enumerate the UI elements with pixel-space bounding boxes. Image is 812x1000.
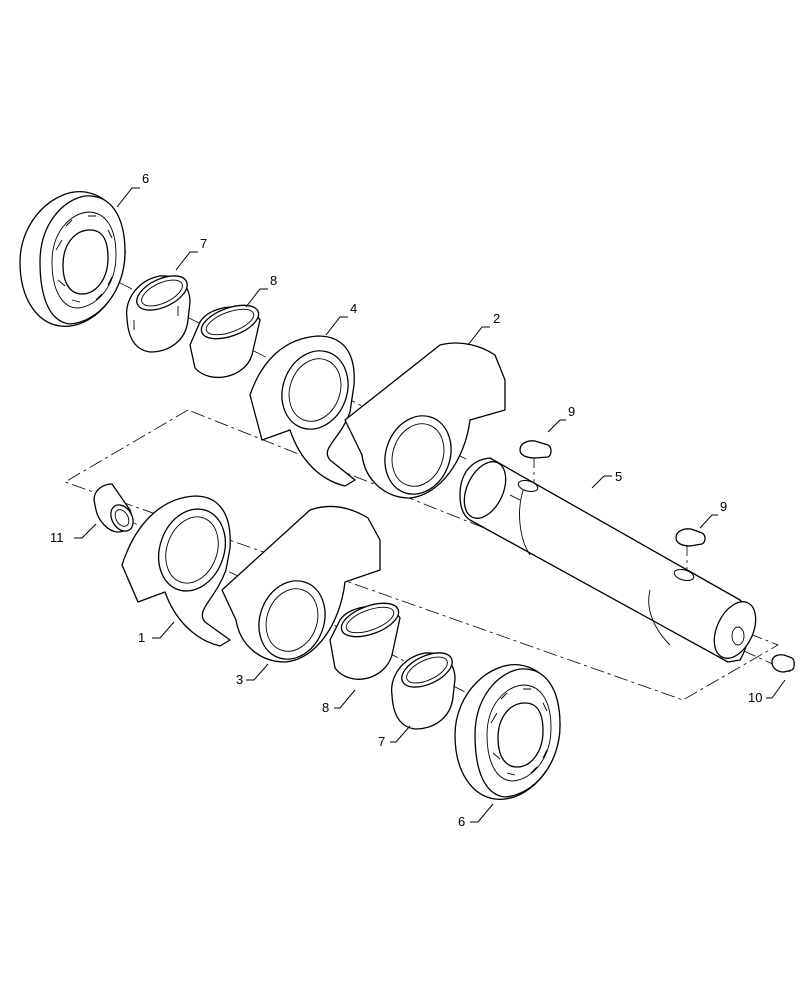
callout-11: 11	[50, 530, 64, 545]
bearing-top	[19, 191, 126, 327]
callout-7-top: 7	[200, 236, 207, 251]
lever-arm-3	[221, 505, 381, 663]
callout-4: 4	[350, 301, 357, 316]
lever-plate-4	[249, 335, 356, 487]
sleeve-bottom	[390, 652, 456, 730]
callout-6-top: 6	[142, 171, 149, 186]
small-bushing-11	[93, 483, 134, 533]
callout-5: 5	[615, 469, 622, 484]
callout-10: 10	[748, 690, 762, 705]
key-top	[519, 440, 552, 459]
bushing-bottom	[329, 602, 401, 680]
callout-2: 2	[493, 311, 500, 326]
callout-9-top: 9	[568, 404, 575, 419]
callout-6-bottom: 6	[458, 814, 465, 829]
callout-7-bottom: 7	[378, 734, 385, 749]
lever-plate-1	[121, 495, 231, 647]
callout-1: 1	[138, 630, 145, 645]
pin-10	[771, 654, 795, 673]
lever-arm-2	[344, 342, 506, 499]
callout-8-bottom: 8	[322, 700, 329, 715]
sleeve-top	[125, 275, 191, 353]
key-right	[675, 528, 706, 547]
bearing-bottom	[454, 664, 561, 800]
shaft	[459, 457, 757, 663]
leader-lines	[74, 187, 786, 823]
callout-8-top: 8	[270, 273, 277, 288]
bushing-top	[189, 304, 261, 379]
callout-9-right: 9	[720, 499, 727, 514]
callout-3: 3	[236, 672, 243, 687]
